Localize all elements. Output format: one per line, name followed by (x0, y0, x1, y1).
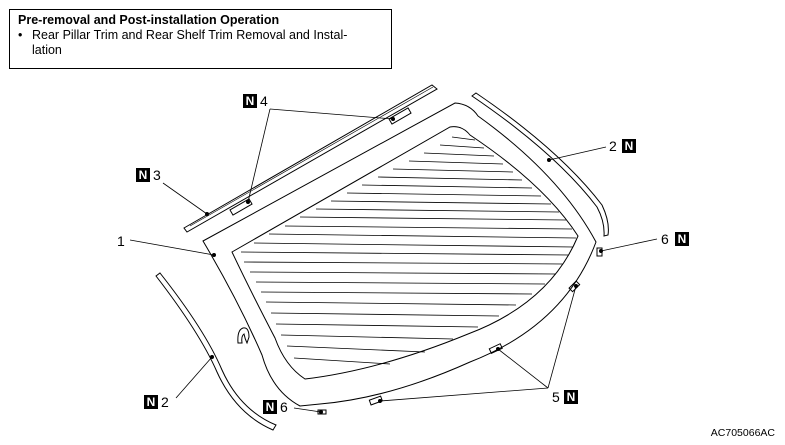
figure-code: AC705066AC (710, 427, 775, 439)
info-title: Pre-removal and Post-installation Operat… (18, 13, 280, 27)
callout-2-lower-badge: N (144, 395, 158, 409)
spacer-upper (388, 107, 412, 125)
dam-bottom (317, 409, 327, 415)
leader-4b (247, 108, 271, 203)
leader-2-lower (175, 356, 213, 399)
spacer-lower (229, 198, 253, 216)
leader-5b (497, 348, 549, 389)
glass-inner-edge (231, 126, 579, 380)
callout-2-upper-badge: N (622, 139, 636, 153)
callout-5-number: 5 (552, 389, 560, 405)
fastener-middle (488, 343, 503, 355)
leader-1 (129, 239, 215, 256)
top-molding (183, 84, 438, 233)
callout-4-number: 4 (260, 93, 268, 109)
callout-6-bottom-number: 6 (280, 399, 288, 415)
callout-6-right-badge: N (675, 232, 689, 246)
defogger-lines (240, 136, 577, 365)
side-molding-upper (471, 92, 609, 237)
leader-5a (547, 285, 577, 389)
side-molding-lower (155, 272, 277, 431)
leader-5c (379, 387, 549, 402)
glass-outline (202, 102, 597, 407)
bullet-icon: • (18, 28, 23, 42)
callout-2-lower-number: 2 (161, 394, 169, 410)
callout-2-upper-number: 2 (609, 138, 617, 154)
callout-1-number: 1 (117, 233, 125, 249)
leader-6-right (600, 238, 658, 252)
callout-6-bottom-badge: N (263, 400, 277, 414)
callout-3-badge: N (136, 168, 150, 182)
info-item-text: Rear Pillar Trim and Rear Shelf Trim Rem… (32, 28, 348, 57)
callout-3-number: 3 (153, 167, 161, 183)
clip-left (237, 327, 250, 345)
info-bullet-item: • Rear Pillar Trim and Rear Shelf Trim R… (18, 28, 383, 58)
fastener-lower (368, 395, 383, 406)
fastener-right (568, 280, 581, 293)
callout-4-badge: N (243, 94, 257, 108)
leader-6-bottom (293, 407, 322, 413)
operation-info-box: Pre-removal and Post-installation Operat… (9, 9, 392, 69)
callout-6-right-number: 6 (661, 231, 669, 247)
leader-3 (162, 182, 208, 215)
callout-5-badge: N (564, 390, 578, 404)
leader-4a (269, 108, 394, 120)
leader-2-upper (548, 146, 607, 161)
